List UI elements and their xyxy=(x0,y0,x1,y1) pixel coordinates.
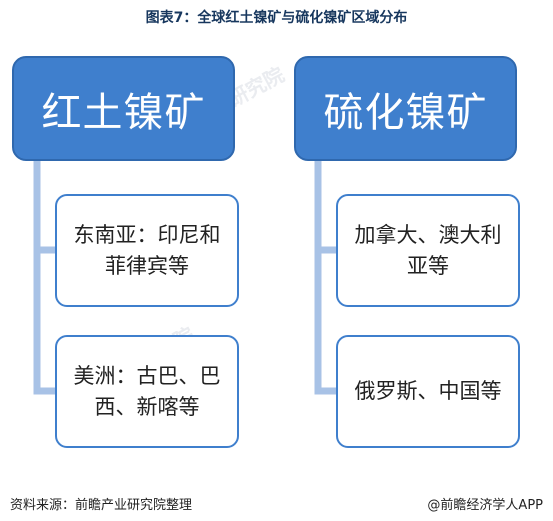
connector-right-1 xyxy=(314,157,341,254)
child-node-russia-china: 俄罗斯、中国等 xyxy=(336,335,520,448)
connector-left-1 xyxy=(33,157,61,254)
source-note: 资料来源：前瞻产业研究院整理 xyxy=(10,498,193,513)
child-node-southeast-asia: 东南亚：印尼和菲律宾等 xyxy=(55,194,239,307)
root-node-sulfide-nickel: 硫化镍矿 xyxy=(294,56,517,161)
brand-credit: @前瞻经济学人APP xyxy=(427,498,543,513)
connector-right-2 xyxy=(314,246,341,395)
child-node-canada-australia: 加拿大、澳大利亚等 xyxy=(336,194,520,307)
connector-left-2 xyxy=(33,246,61,395)
root-node-laterite-nickel: 红土镍矿 xyxy=(12,56,235,161)
figure-title: 图表7：全球红土镍矿与硫化镍矿区域分布 xyxy=(145,10,408,26)
child-node-americas: 美洲：古巴、巴西、新喀等 xyxy=(55,335,239,448)
